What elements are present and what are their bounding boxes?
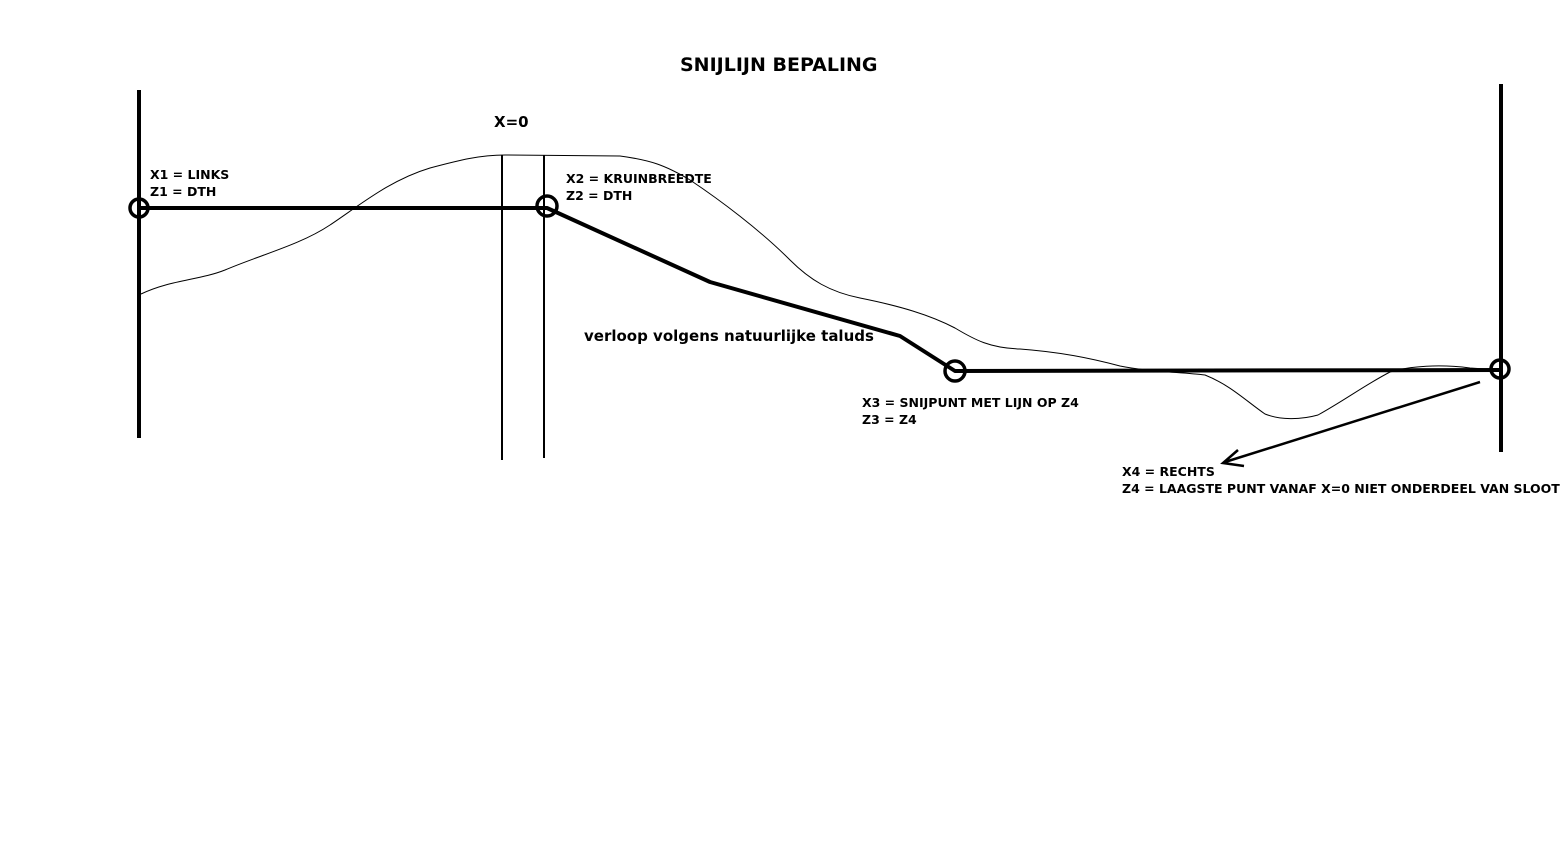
x2-text: X2 = KRUINBREEDTE <box>566 171 712 186</box>
point-label-x3: X3 = SNIJPUNT MET LIJN OP Z4 Z3 = Z4 <box>862 394 1079 428</box>
x0-label: X=0 <box>494 113 529 131</box>
diagram-title: SNIJLIJN BEPALING <box>680 54 878 76</box>
z2-text: Z2 = DTH <box>566 188 633 203</box>
arrow-shaft <box>1224 380 1481 464</box>
point-marker-x1 <box>128 197 150 219</box>
arrow-head <box>1220 449 1245 468</box>
x1-text: X1 = LINKS <box>150 167 230 182</box>
point-marker-x2 <box>535 194 559 218</box>
x4-text: X4 = RECHTS <box>1122 464 1215 479</box>
point-label-x1: X1 = LINKS Z1 = DTH <box>150 166 229 200</box>
slope-label: verloop volgens natuurlijke taluds <box>584 327 874 345</box>
point-label-x2: X2 = KRUINBREEDTE Z2 = DTH <box>566 170 712 204</box>
cut-line <box>139 206 1502 373</box>
point-label-x4: X4 = RECHTS Z4 = LAAGSTE PUNT VANAF X=0 … <box>1122 463 1560 497</box>
z4-text: Z4 = LAAGSTE PUNT VANAF X=0 NIET ONDERDE… <box>1122 481 1560 496</box>
x3-text: X3 = SNIJPUNT MET LIJN OP Z4 <box>862 395 1079 410</box>
point-marker-x4 <box>1489 358 1511 380</box>
point-marker-x3 <box>943 359 967 383</box>
terrain-profile-line <box>140 154 1501 420</box>
z1-text: Z1 = DTH <box>150 184 217 199</box>
z3-text: Z3 = Z4 <box>862 412 917 427</box>
